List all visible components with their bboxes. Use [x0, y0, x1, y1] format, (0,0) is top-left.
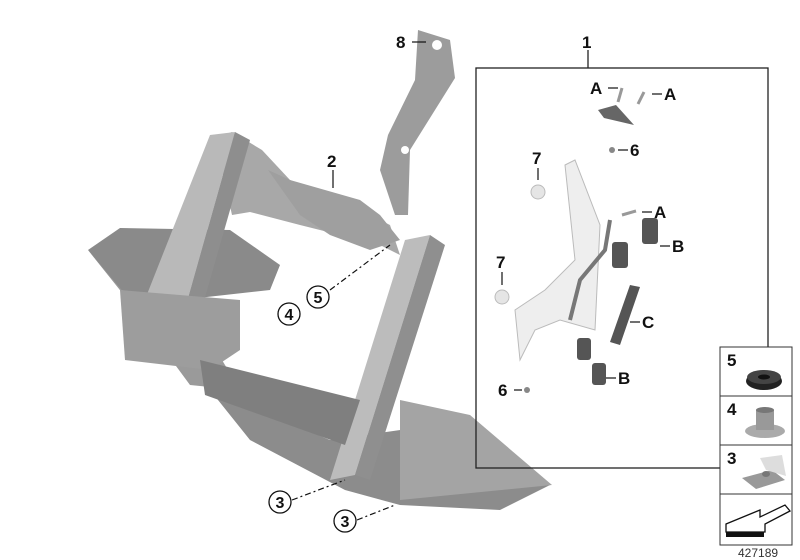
svg-text:5: 5 — [314, 290, 323, 307]
callout-a-3: A — [654, 203, 666, 222]
callout-6-bottom: 6 — [498, 381, 507, 400]
callout-a-1: A — [590, 79, 602, 98]
svg-text:3: 3 — [276, 495, 285, 512]
callout-6-top: 6 — [630, 141, 639, 160]
legend-number-3: 3 — [727, 449, 736, 468]
bracket-part-8[interactable] — [380, 30, 455, 215]
callout-a-2: A — [664, 85, 676, 104]
circled-callout-4: 4 — [277, 302, 301, 326]
svg-text:4: 4 — [285, 307, 294, 324]
frame-part-2[interactable] — [88, 132, 552, 510]
callout-7-bottom: 7 — [496, 253, 505, 272]
svg-text:3: 3 — [341, 514, 350, 531]
legend-number-4: 4 — [727, 400, 737, 419]
clip-nut-icon — [742, 455, 786, 489]
kit-parts — [494, 87, 658, 393]
callout-7-top: 7 — [532, 149, 541, 168]
callout-2: 2 — [327, 152, 336, 171]
bushing-icon — [745, 407, 785, 438]
legend-number-5: 5 — [727, 351, 736, 370]
legend-panel: 5 4 3 — [719, 346, 793, 546]
callout-1: 1 — [582, 33, 591, 52]
circled-callout-3-right: 3 — [333, 509, 357, 533]
callout-b-bottom: B — [618, 369, 630, 388]
arrow-icon — [725, 504, 792, 537]
grommet-icon — [746, 370, 782, 390]
circled-callout-5: 5 — [306, 285, 330, 309]
callout-8: 8 — [396, 33, 405, 52]
callout-b-top: B — [672, 237, 684, 256]
callout-c: C — [642, 313, 654, 332]
kit-box — [475, 67, 769, 469]
leader-lines — [291, 41, 670, 521]
circled-callout-3-left: 3 — [268, 490, 292, 514]
catalog-number: 427189 — [738, 546, 778, 560]
